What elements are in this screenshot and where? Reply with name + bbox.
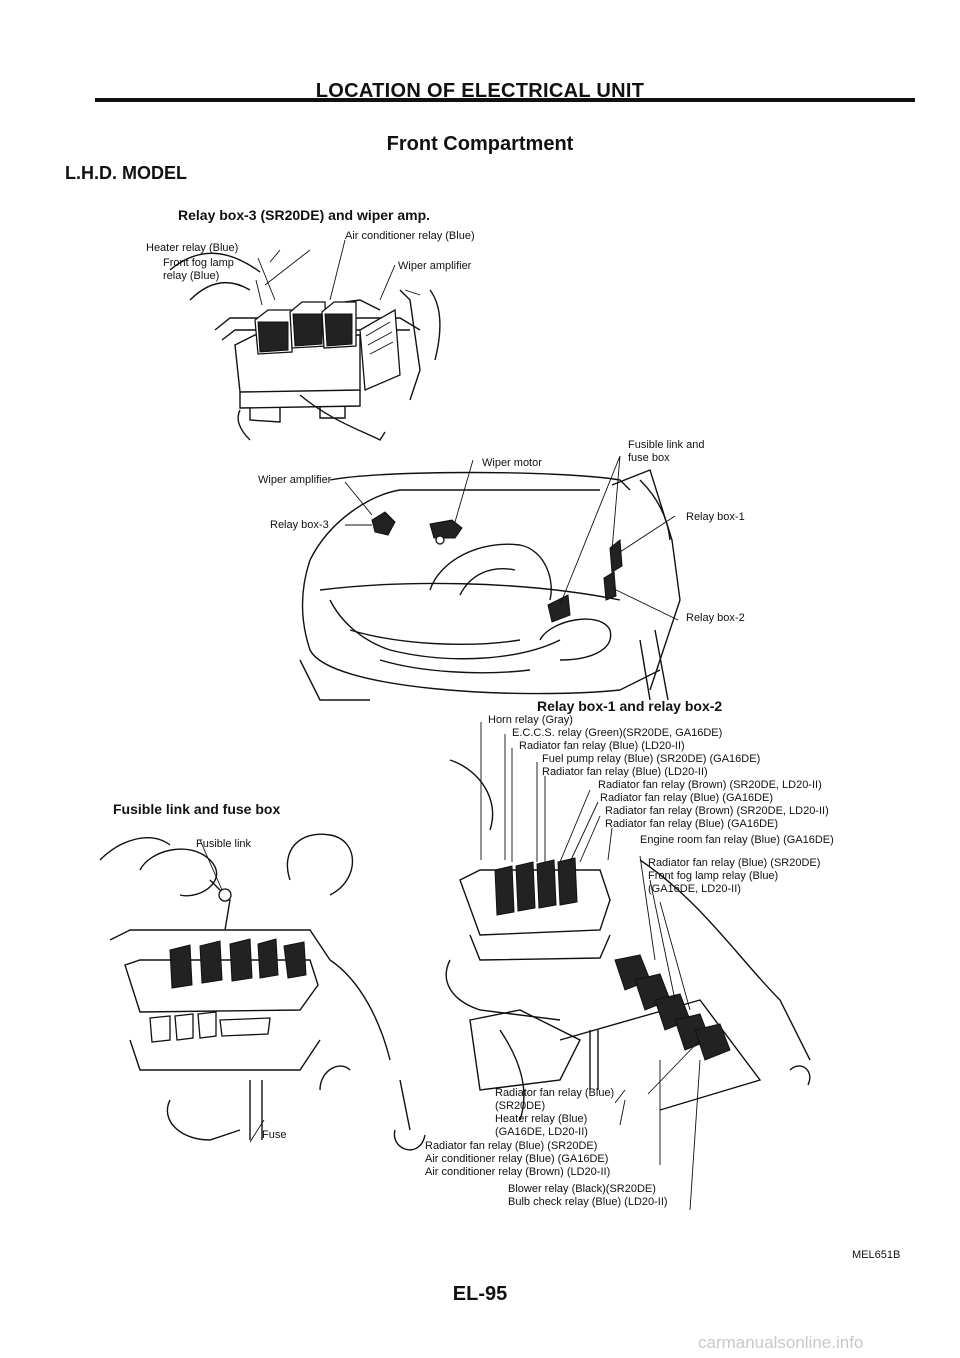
label-wiper-motor: Wiper motor	[482, 457, 542, 469]
label-rad-fan-ld20-b: Radiator fan relay (Blue) (LD20-II)	[542, 766, 708, 778]
label-rad-fan-ga16-a: Radiator fan relay (Blue) (GA16DE)	[600, 792, 774, 804]
label-relay-box3: Relay box-3	[270, 519, 329, 531]
label-bottom-rad-fan-variant: (SR20DE)	[495, 1100, 546, 1112]
label-front-fog-lamp: Front fog lamp	[163, 257, 234, 269]
label-ac-relay: Air conditioner relay (Blue)	[345, 230, 475, 242]
figure-code: MEL651B	[852, 1249, 901, 1261]
relay-icon	[536, 859, 557, 909]
relay-icon	[283, 941, 307, 979]
label-fuse-box: fuse box	[628, 452, 670, 464]
label-eccs-relay: E.C.C.S. relay (Green)(SR20DE, GA16DE)	[512, 727, 723, 739]
label-bottom-blower-relay: Blower relay (Black)(SR20DE)	[508, 1183, 656, 1195]
label-relay-box2: Relay box-2	[686, 612, 745, 624]
label-wiper-amplifier: Wiper amplifier	[258, 474, 332, 486]
relay-icon	[229, 938, 253, 982]
relay-box12-illustration	[445, 722, 811, 1211]
watermark: carmanualsonline.info	[698, 1333, 864, 1352]
label-bottom-ac-relay-ga16: Air conditioner relay (Blue) (GA16DE)	[425, 1153, 609, 1165]
relay-icon	[257, 938, 279, 979]
label-heater-relay: Heater relay (Blue)	[146, 242, 239, 254]
fuse-box-icon	[99, 833, 426, 1151]
page-number: EL-95	[452, 1283, 508, 1305]
label-bottom-heater-variant: (GA16DE, LD20-II)	[495, 1126, 588, 1138]
relay-icon	[557, 857, 578, 906]
relay-icon	[254, 309, 293, 355]
label-front-fog-relay: relay (Blue)	[163, 270, 220, 282]
relay-box12-title: Relay box-1 and relay box-2	[537, 698, 723, 714]
label-bottom-bulb-check: Bulb check relay (Blue) (LD20-II)	[508, 1196, 668, 1208]
label-wiper-amplifier-top: Wiper amplifier	[398, 260, 472, 272]
relay-icon	[515, 861, 536, 912]
label-rad-fan-ld20-a: Radiator fan relay (Blue) (LD20-II)	[519, 740, 685, 752]
label-bottom-rad-fan: Radiator fan relay (Blue)	[495, 1087, 615, 1099]
model-label: L.H.D. MODEL	[65, 163, 187, 183]
label-bottom-ac-relay-ld20: Air conditioner relay (Brown) (LD20-II)	[425, 1166, 611, 1178]
relay-icon	[289, 301, 327, 349]
label-front-fog-variant: (GA16DE, LD20-II)	[648, 883, 741, 895]
relay-icon	[694, 1023, 731, 1061]
label-fusible-link-and: Fusible link and	[628, 439, 705, 451]
page-subtitle: Front Compartment	[386, 133, 574, 155]
label-front-fog-relay-2: Front fog lamp relay (Blue)	[648, 870, 779, 882]
vehicle-front-icon	[299, 455, 681, 701]
label-bottom-rad-fan-sr20: Radiator fan relay (Blue) (SR20DE)	[425, 1140, 598, 1152]
header-rule	[95, 98, 915, 102]
page-header: LOCATION OF ELECTRICAL UNIT	[315, 80, 645, 102]
relay-icon	[169, 944, 193, 989]
relay-box3-illustration	[169, 239, 441, 441]
relay-box3-title: Relay box-3 (SR20DE) and wiper amp.	[178, 207, 431, 223]
label-fuse: Fuse	[262, 1129, 287, 1141]
fusible-title: Fusible link and fuse box	[113, 801, 281, 817]
relay-icon	[494, 865, 515, 916]
label-rad-fan-ga16-b: Radiator fan relay (Blue) (GA16DE)	[605, 818, 779, 830]
label-bottom-heater-relay: Heater relay (Blue)	[495, 1113, 588, 1125]
label-rad-fan-brown-b: Radiator fan relay (Brown) (SR20DE, LD20…	[605, 805, 829, 817]
relay-icon	[321, 301, 357, 349]
label-fuel-pump-relay: Fuel pump relay (Blue) (SR20DE) (GA16DE)	[542, 753, 761, 765]
label-engine-room-fan: Engine room fan relay (Blue) (GA16DE)	[640, 834, 834, 846]
relay-icon	[199, 940, 223, 984]
label-rad-fan-sr20: Radiator fan relay (Blue) (SR20DE)	[648, 857, 821, 869]
label-fusible-link: Fusible link	[196, 838, 252, 850]
label-rad-fan-brown-a: Radiator fan relay (Brown) (SR20DE, LD20…	[598, 779, 822, 791]
label-horn-relay: Horn relay (Gray)	[488, 714, 573, 726]
label-relay-box1: Relay box-1	[686, 511, 745, 523]
